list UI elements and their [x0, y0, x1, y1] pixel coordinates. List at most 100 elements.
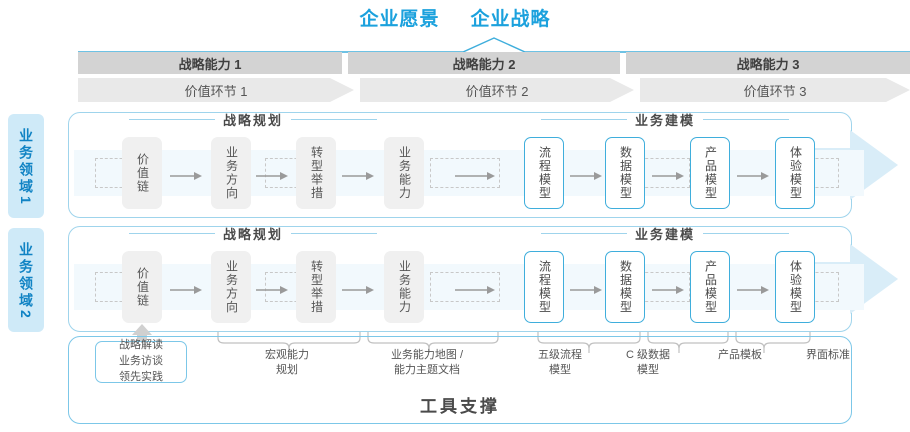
arrow-row-1-g	[737, 168, 771, 180]
node-data-model-row-2-label: 数据模型	[618, 260, 633, 314]
section-header-planning-2: 战略规划	[88, 224, 418, 243]
node-business-capability-row-2[interactable]: 业务能力	[384, 251, 424, 323]
annotation-c-level-data-line-2: 模型	[637, 363, 659, 376]
node-transformation-row-2[interactable]: 转型举措	[296, 251, 336, 323]
value-chain-2-label: 价值环节 2	[465, 83, 529, 99]
arrow-row-2-c	[342, 282, 376, 294]
flow-band-row-1	[74, 150, 864, 196]
value-chain-2[interactable]: 价值环节 2	[360, 78, 634, 102]
arrow-row-1-a	[170, 168, 204, 180]
arrow-row-1-c	[342, 168, 376, 180]
flow-band-row-2	[74, 264, 864, 310]
annotation-five-level-process-line-2: 模型	[549, 363, 571, 376]
title-enterprise-strategy: 企业战略	[470, 9, 551, 30]
value-chain-1-label: 价值环节 1	[184, 83, 248, 99]
value-chain-3[interactable]: 价值环节 3	[640, 78, 910, 102]
page-title: 企业愿景 企业战略	[0, 4, 910, 31]
node-data-model-row-1-label: 数据模型	[618, 146, 633, 200]
node-experience-model-row-2[interactable]: 体验模型	[775, 251, 815, 323]
placeholder-mid2-row-1	[430, 158, 500, 188]
domain-2-index: 2	[18, 310, 34, 318]
node-value-chain-row-2-label: 价值链	[135, 266, 150, 308]
node-experience-model-row-1[interactable]: 体验模型	[775, 137, 815, 209]
annotation-macro-capability-line-2: 规划	[276, 363, 298, 376]
annotation-capability-map: 业务能力地图 / 能力主题文档	[362, 348, 492, 378]
sidebar-item-domain-1[interactable]: 业务领域 1	[8, 114, 44, 218]
node-transformation-row-1[interactable]: 转型举措	[296, 137, 336, 209]
annotation-c-level-data: C 级数据 模型	[598, 348, 698, 378]
node-experience-model-row-1-label: 体验模型	[788, 146, 803, 200]
annotation-macro-capability-line-1: 宏观能力	[265, 349, 309, 361]
section-header-modeling-1: 业务建模	[500, 110, 830, 129]
node-process-model-row-1-label: 流程模型	[537, 146, 552, 200]
arrow-row-1-d	[455, 168, 497, 180]
arrow-row-2-d	[455, 282, 497, 294]
arrow-row-1-e	[570, 168, 604, 180]
node-data-model-row-1[interactable]: 数据模型	[605, 137, 645, 209]
node-process-model-row-2-label: 流程模型	[537, 260, 552, 314]
node-product-model-row-1-label: 产品模型	[703, 146, 718, 200]
annotation-capability-map-line-1: 业务能力地图 /	[390, 349, 464, 361]
node-value-chain-row-1[interactable]: 价值链	[122, 137, 162, 209]
section-planning-label-1: 战略规划	[222, 113, 283, 128]
section-header-modeling-2: 业务建模	[500, 224, 830, 243]
annotation-five-level-process: 五级流程 模型	[505, 348, 615, 378]
annotation-line-2: 业务访谈	[119, 355, 163, 368]
domain-2-label: 业务领域	[18, 242, 35, 311]
node-process-model-row-1[interactable]: 流程模型	[524, 137, 564, 209]
value-chain-row: 价值环节 1 价值环节 2 价值环节 3	[78, 78, 910, 102]
section-modeling-label-1: 业务建模	[634, 113, 695, 128]
annotation-macro-capability: 宏观能力 规划	[237, 348, 337, 378]
arrow-row-2-g	[737, 282, 771, 294]
domain-1-index: 1	[18, 196, 34, 204]
annotation-capability-map-line-2: 能力主题文档	[394, 363, 460, 376]
section-modeling-label-2: 业务建模	[634, 227, 695, 242]
section-planning-label-2: 战略规划	[222, 227, 283, 242]
annotation-ui-standard-line-1: 界面标准	[806, 349, 850, 361]
arrow-row-2-f	[652, 282, 686, 294]
capability-bar-1[interactable]: 战略能力 1	[78, 52, 342, 74]
arrow-row-2-a	[170, 282, 204, 294]
sidebar-item-domain-2[interactable]: 业务领域 2	[8, 228, 44, 332]
node-transformation-row-1-label: 转型举措	[309, 146, 324, 200]
annotation-c-level-data-line-1: C 级数据	[626, 349, 670, 361]
node-transformation-row-2-label: 转型举措	[309, 260, 324, 314]
title-enterprise-vision: 企业愿景	[359, 9, 440, 30]
value-chain-3-label: 价值环节 3	[743, 83, 807, 99]
node-value-chain-row-2[interactable]: 价值链	[122, 251, 162, 323]
annotation-product-template: 产品模板	[690, 348, 790, 363]
node-data-model-row-2[interactable]: 数据模型	[605, 251, 645, 323]
annotation-product-template-line-1: 产品模板	[718, 349, 762, 361]
capability-bar-2[interactable]: 战略能力 2	[348, 52, 620, 74]
node-process-model-row-2[interactable]: 流程模型	[524, 251, 564, 323]
node-business-capability-row-1[interactable]: 业务能力	[384, 137, 424, 209]
node-business-capability-row-2-label: 业务能力	[397, 260, 412, 314]
annotation-box-strategy-input[interactable]: 战略解读 业务访谈 领先实践	[95, 339, 187, 383]
capability-bar-3[interactable]: 战略能力 3	[626, 52, 910, 74]
annotation-brackets	[68, 332, 852, 359]
node-business-direction-row-1-label: 业务方向	[224, 146, 239, 200]
annotation-ui-standard: 界面标准	[778, 348, 878, 363]
section-header-planning-1: 战略规划	[88, 110, 418, 129]
node-product-model-row-2-label: 产品模型	[703, 260, 718, 314]
arrow-row-1-b	[256, 168, 290, 180]
node-business-direction-row-2-label: 业务方向	[224, 260, 239, 314]
placeholder-mid2-row-2	[430, 272, 500, 302]
tool-support-label: 工具支撑	[420, 397, 500, 416]
node-business-direction-row-1[interactable]: 业务方向	[211, 137, 251, 209]
annotation-line-1: 战略解读	[119, 339, 163, 352]
tool-support-container	[68, 336, 852, 424]
node-value-chain-row-1-label: 价值链	[135, 152, 150, 194]
capability-bar-row: 战略能力 1 战略能力 2 战略能力 3	[78, 52, 910, 74]
node-experience-model-row-2-label: 体验模型	[788, 260, 803, 314]
node-product-model-row-2[interactable]: 产品模型	[690, 251, 730, 323]
node-business-capability-row-1-label: 业务能力	[397, 146, 412, 200]
annotation-line-3: 领先实践	[119, 370, 163, 383]
arrow-row-2-e	[570, 282, 604, 294]
node-business-direction-row-2[interactable]: 业务方向	[211, 251, 251, 323]
node-product-model-row-1[interactable]: 产品模型	[690, 137, 730, 209]
value-chain-1[interactable]: 价值环节 1	[78, 78, 354, 102]
domain-1-label: 业务领域	[18, 128, 35, 197]
annotation-five-level-process-line-1: 五级流程	[538, 349, 582, 361]
